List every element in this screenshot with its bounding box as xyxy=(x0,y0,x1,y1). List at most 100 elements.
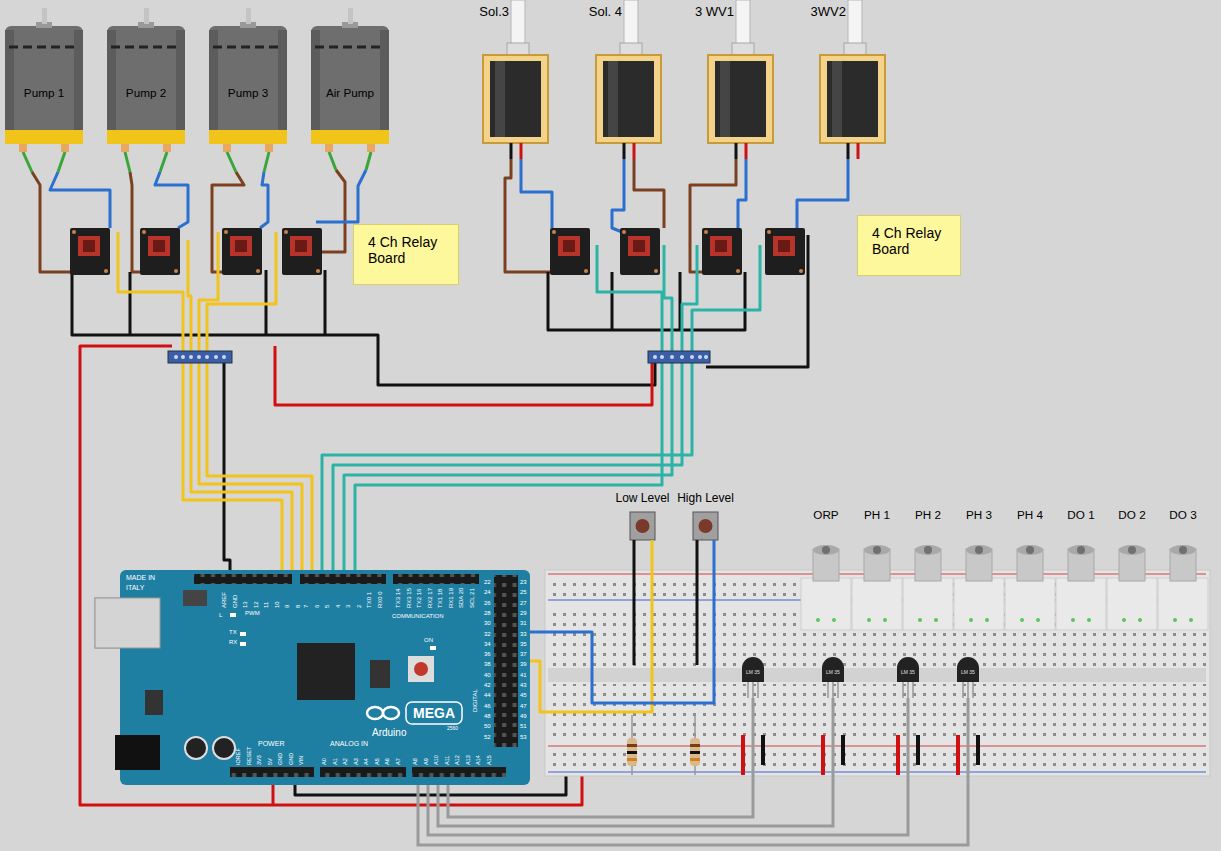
pin-label: 48 xyxy=(484,713,491,719)
pin-label: A14 xyxy=(476,755,482,765)
bnc-connector: PH 3 xyxy=(954,545,1004,630)
pin-label: RX0 0 xyxy=(377,591,383,608)
pin-label: 5V xyxy=(268,758,274,765)
pump-motor: Air Pump xyxy=(311,26,389,132)
pin-label: 35 xyxy=(520,641,527,647)
board-marking: MEGA xyxy=(407,705,461,721)
pin-label: RX3 15 xyxy=(406,588,412,608)
pin-label: A8 xyxy=(413,758,419,765)
pin-label: TX3 14 xyxy=(395,589,401,608)
pin-label: 43 xyxy=(520,682,527,688)
solenoid-valve: 3WV2 xyxy=(820,55,885,143)
part-label: PH 2 xyxy=(903,508,953,521)
pin-label: 5 xyxy=(324,605,330,608)
part-label: 4 Ch Relay Board xyxy=(368,234,452,266)
pin-label: RX2 17 xyxy=(427,588,433,608)
pin-label: A13 xyxy=(466,755,472,765)
pin-label: AREF xyxy=(221,592,227,608)
pin-label: IOREF xyxy=(236,748,242,765)
part-label: DO 1 xyxy=(1056,508,1106,521)
pin-label: 52 xyxy=(484,734,491,740)
pin-label: 36 xyxy=(484,651,491,657)
part-label: DO 3 xyxy=(1158,508,1208,521)
bnc-connector: ORP xyxy=(801,545,851,630)
board-marking: 2560 xyxy=(447,726,458,731)
pin-label: 37 xyxy=(520,651,527,657)
pin-label: 2 xyxy=(356,605,362,608)
pin-label: TX2 16 xyxy=(416,589,422,608)
solenoid-valve: 3 WV1 xyxy=(708,55,773,143)
board-marking: POWER xyxy=(258,740,284,747)
board-marking: COMMUNICATION xyxy=(392,613,444,619)
board-marking: TX xyxy=(229,629,237,635)
pin-label: RESET xyxy=(247,747,253,765)
pin-label: A11 xyxy=(445,756,451,765)
pin-label: 30 xyxy=(484,620,491,626)
part-label: PH 3 xyxy=(954,508,1004,521)
bnc-connector: PH 4 xyxy=(1005,545,1055,630)
pin-label: SCL 21 xyxy=(469,588,475,608)
pin-label: 42 xyxy=(484,682,491,688)
pin-label: 10 xyxy=(274,601,280,608)
pin-label: 13 xyxy=(242,601,248,608)
pin-label: 22 xyxy=(484,579,491,585)
pump-motor: Pump 2 xyxy=(107,26,185,132)
pin-label: 51 xyxy=(520,723,527,729)
pin-label: A0 xyxy=(322,758,328,765)
pin-label: 26 xyxy=(484,600,491,606)
pin-label: 28 xyxy=(484,610,491,616)
solenoid-valve: Sol.3 xyxy=(483,55,548,143)
part-label: ORP xyxy=(801,508,851,521)
pin-label: 46 xyxy=(484,703,491,709)
pin-label: 3 xyxy=(345,605,351,608)
board-marking: Arduino xyxy=(372,727,406,739)
pin-label: A1 xyxy=(333,758,339,765)
pin-label: GND xyxy=(232,595,238,608)
pin-label: 27 xyxy=(520,600,527,606)
pin-label: 3V3 xyxy=(257,755,263,765)
pin-label: 53 xyxy=(520,734,527,740)
pin-label: GND xyxy=(278,753,284,765)
pin-label: A3 xyxy=(354,758,360,765)
pin-label: 12 xyxy=(253,601,259,608)
part-label: PH 1 xyxy=(852,508,902,521)
pin-label: 29 xyxy=(520,610,527,616)
part-label: Pump 2 xyxy=(107,86,185,99)
board-marking: L xyxy=(219,612,222,618)
pin-label: A10 xyxy=(434,755,440,765)
note-box: 4 Ch Relay Board xyxy=(353,224,459,285)
part-label: Low Level xyxy=(615,492,669,506)
part-label: Pump 1 xyxy=(5,86,83,99)
pin-label: 40 xyxy=(484,672,491,678)
part-label: High Level xyxy=(677,492,734,506)
board-marking: ANALOG IN xyxy=(330,740,368,747)
pin-label: 41 xyxy=(520,672,527,678)
pin-label: A7 xyxy=(396,758,402,765)
part-label: Sol.3 xyxy=(479,5,509,20)
board-marking: PWM xyxy=(245,610,260,616)
pin-label: 23 xyxy=(520,579,527,585)
board-marking: ITALY xyxy=(126,584,144,591)
bnc-connector: PH 2 xyxy=(903,545,953,630)
part-label: 4 Ch Relay Board xyxy=(872,225,954,257)
board-marking: ON xyxy=(424,637,433,643)
pin-label: A12 xyxy=(455,755,461,765)
board-marking: DIGITAL xyxy=(472,689,478,712)
part-label: PH 4 xyxy=(1005,508,1055,521)
pin-label: 4 xyxy=(335,605,341,608)
pin-label: 50 xyxy=(484,723,491,729)
push-button: High Level xyxy=(693,512,718,540)
pin-label: 6 xyxy=(314,605,320,608)
push-button: Low Level xyxy=(630,512,655,540)
pin-label: A4 xyxy=(364,758,370,765)
pin-label: 34 xyxy=(484,641,491,647)
pin-label: 47 xyxy=(520,703,527,709)
board-marking: MADE IN xyxy=(126,574,155,581)
pin-label: TX0 1 xyxy=(366,592,372,608)
bnc-connector: PH 1 xyxy=(852,545,902,630)
wire-connector xyxy=(530,540,714,703)
bnc-connector: DO 2 xyxy=(1107,545,1157,630)
